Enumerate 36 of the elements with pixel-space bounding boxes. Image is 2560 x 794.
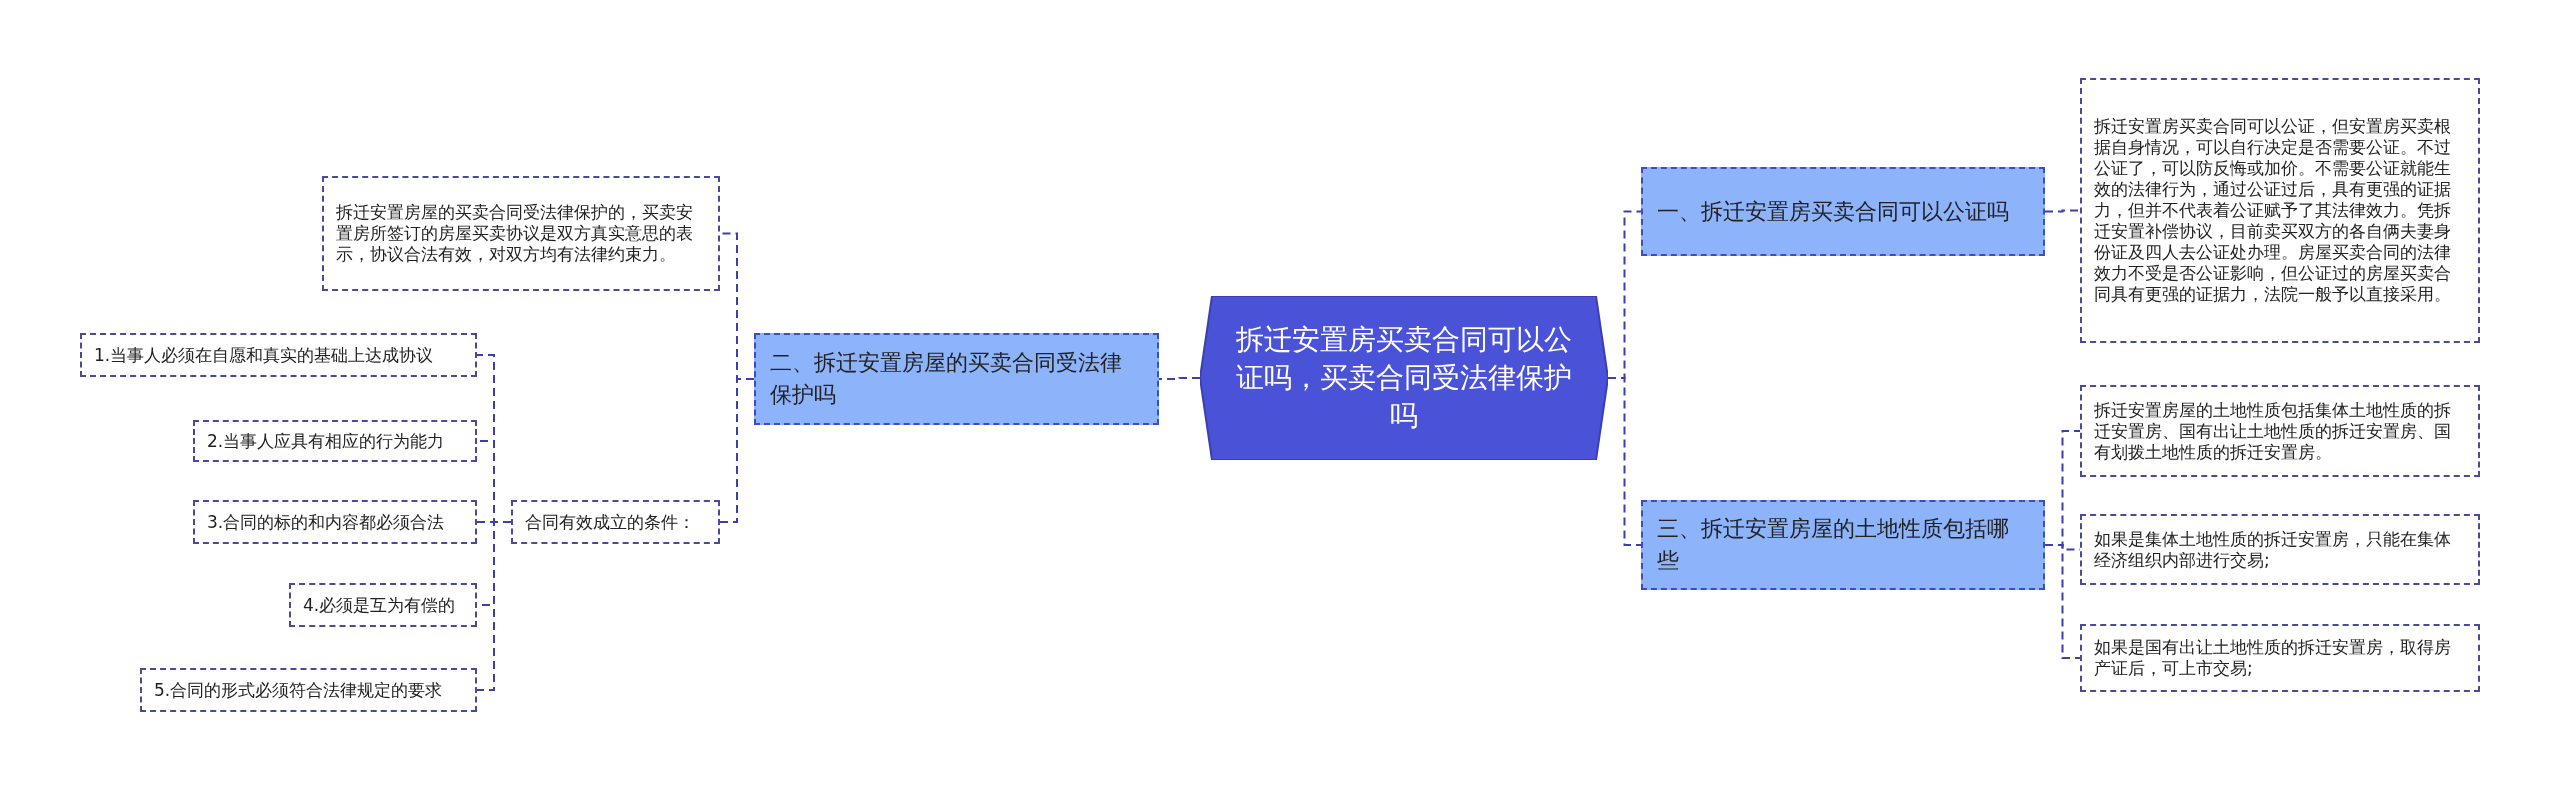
topic-box bbox=[754, 333, 1159, 425]
note-box bbox=[322, 176, 720, 291]
note-box bbox=[2080, 514, 2480, 585]
note-box bbox=[2080, 385, 2480, 477]
node-text: 5.合同的形式必须符合法律规定的要求 bbox=[154, 679, 443, 701]
connector-line bbox=[2044, 544, 2081, 659]
note-box bbox=[193, 420, 477, 462]
topic-box bbox=[1641, 500, 2045, 590]
node-text: 1.当事人必须在自愿和真实的基础上达成协议 bbox=[94, 344, 434, 366]
connector-line bbox=[1607, 377, 1642, 546]
note-box bbox=[2080, 78, 2480, 343]
node-text: 一、拆迁安置房买卖合同可以公证吗 bbox=[1657, 197, 2009, 226]
node-text: 合同有效成立的条件： bbox=[525, 511, 695, 533]
note-box bbox=[2080, 624, 2480, 692]
connector-line bbox=[719, 378, 755, 523]
node-text: 三、拆迁安置房屋的土地性质包括哪些 bbox=[1657, 515, 2010, 575]
connector-line bbox=[2044, 209, 2081, 213]
node-text: 4.必须是互为有偿的 bbox=[303, 594, 456, 616]
node-text: 3.合同的标的和内容都必须合法 bbox=[207, 511, 445, 533]
node-text: 拆迁安置房屋的买卖合同受法律保护的，买卖安置房所签订的房屋买卖协议是双方真实意思的表示，协议合法有效，对双方均有法律约束力。 bbox=[336, 202, 694, 265]
note-box bbox=[140, 668, 477, 712]
note-box bbox=[289, 583, 477, 627]
note-box bbox=[193, 500, 477, 544]
note-box bbox=[80, 333, 477, 377]
node-text: 如果是集体土地性质的拆迁安置房，只能在集体经济组织内部进行交易; bbox=[2094, 528, 2452, 571]
topic-box bbox=[1641, 167, 2045, 256]
node-text: 2.当事人应具有相应的行为能力 bbox=[207, 430, 445, 452]
node-text: 拆迁安置房买卖合同可以公证，但安置房买卖根据自身情况，可以自行决定是否需要公证。不过公证了，可以防反悔或加价。不需要公证就能生效的法律行为，通过公证过后，具有更强的证据力，但并不代表着公证赋予了其法律效力。凭拆迁安置补偿协议，目前卖买双方的各自俩夫妻身份证及四人去公证处办理。房屋买卖合同的法律效力不受是否公证影响，但公证过的房屋买卖合同具有更强的证据力，法院一般予以直接采用。 bbox=[2094, 116, 2452, 305]
note-box bbox=[511, 500, 720, 544]
node-text: 拆迁安置房屋的土地性质包括集体土地性质的拆迁安置房、国有出让土地性质的拆迁安置房、国有划拨土地性质的拆迁安置房。 bbox=[2094, 399, 2452, 463]
connector-line bbox=[476, 521, 512, 691]
node-text: 二、拆迁安置房屋的买卖合同受法律保护吗 bbox=[770, 349, 1123, 409]
connector-line bbox=[1158, 377, 1201, 380]
node-text: 如果是国有出让土地性质的拆迁安置房，取得房产证后，可上市交易; bbox=[2094, 637, 2452, 679]
node-text: 拆迁安置房买卖合同可以公证吗，买卖合同受法律保护吗 bbox=[1235, 322, 1573, 434]
central-topic-hexagon bbox=[1200, 296, 1608, 460]
